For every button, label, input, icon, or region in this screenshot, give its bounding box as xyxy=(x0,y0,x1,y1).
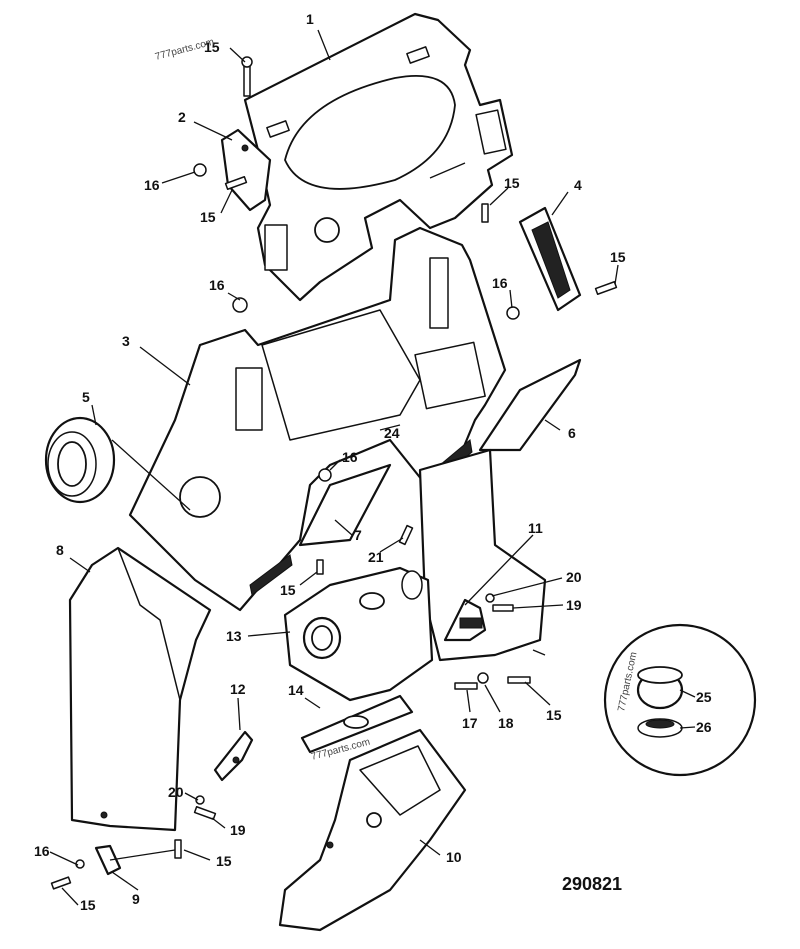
callout-15: 15 xyxy=(280,582,296,598)
inset-detail xyxy=(532,623,757,777)
callout-7: 7 xyxy=(354,527,362,543)
callout-26: 26 xyxy=(696,719,712,735)
callout-6: 6 xyxy=(568,425,576,441)
part-1-dash-panel xyxy=(243,12,514,302)
callout-15: 15 xyxy=(204,39,220,55)
callout-20: 20 xyxy=(566,569,582,585)
callout-14: 14 xyxy=(288,682,304,698)
callout-15: 15 xyxy=(504,175,520,191)
callout-16: 16 xyxy=(492,275,508,291)
callout-24: 24 xyxy=(384,425,400,441)
callout-2: 2 xyxy=(178,109,186,125)
callout-5: 5 xyxy=(82,389,90,405)
part-13-column-shroud xyxy=(283,566,434,702)
callout-25: 25 xyxy=(696,689,712,705)
callout-19: 19 xyxy=(230,822,246,838)
part-10-lower-shroud xyxy=(278,728,467,932)
callout-4: 4 xyxy=(574,177,582,193)
fasteners xyxy=(50,56,618,890)
leader-lines xyxy=(49,29,696,906)
callout-11: 11 xyxy=(528,520,543,536)
callout-13: 13 xyxy=(226,628,242,644)
callout-8: 8 xyxy=(56,542,64,558)
part-11-switch-bracket xyxy=(443,598,487,642)
callout-10: 10 xyxy=(446,849,462,865)
callouts: 1 2 3 4 5 6 7 8 9 10 11 12 13 14 15 15 1… xyxy=(34,11,712,913)
callout-12: 12 xyxy=(230,681,246,697)
callout-21: 21 xyxy=(368,549,384,565)
part-6-side-panel xyxy=(478,358,582,452)
part-12-clip xyxy=(213,730,254,782)
callout-18: 18 xyxy=(498,715,514,731)
part-9-bracket xyxy=(94,844,122,876)
callout-15: 15 xyxy=(80,897,96,913)
callout-1: 1 xyxy=(306,11,314,27)
callout-3: 3 xyxy=(122,333,130,349)
callout-15: 15 xyxy=(216,853,232,869)
callout-16: 16 xyxy=(34,843,50,859)
part-3-console-housing xyxy=(128,226,507,612)
callout-16: 16 xyxy=(144,177,160,193)
callout-15: 15 xyxy=(546,707,562,723)
callout-15: 15 xyxy=(610,249,626,265)
part-5-round-vent xyxy=(44,416,191,511)
callout-16: 16 xyxy=(209,277,225,293)
part-8-left-cover xyxy=(68,546,212,832)
part-14-plate xyxy=(300,694,414,754)
callout-16: 16 xyxy=(342,449,358,465)
part-4-vent-grille xyxy=(518,206,582,312)
part-7-lower-panel xyxy=(298,463,392,547)
callout-15: 15 xyxy=(200,209,216,225)
callout-17: 17 xyxy=(462,715,478,731)
callout-20: 20 xyxy=(168,784,184,800)
reference-number: 290821 xyxy=(562,874,622,894)
callout-9: 9 xyxy=(132,891,140,907)
callout-19: 19 xyxy=(566,597,582,613)
